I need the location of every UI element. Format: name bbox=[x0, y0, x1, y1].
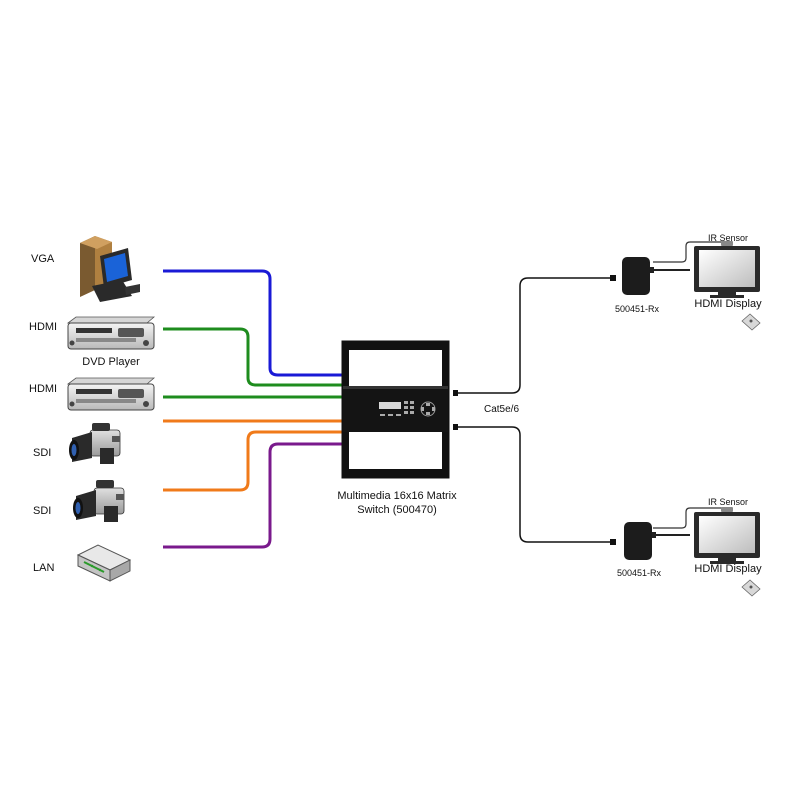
ir-sensor-label: IR Sensor bbox=[708, 497, 748, 507]
input-label-hdmi: HDMI bbox=[29, 321, 57, 333]
ir-sensor-icon bbox=[721, 507, 733, 512]
dvd-player-caption: DVD Player bbox=[82, 356, 140, 368]
lan-cable bbox=[163, 442, 343, 549]
cat5-cable-top bbox=[455, 277, 613, 394]
receiver-label: 500451-Rx bbox=[617, 568, 662, 578]
switch-lcd-display bbox=[379, 402, 401, 409]
desktop-computer-icon bbox=[80, 236, 140, 302]
receiver-icon bbox=[624, 522, 652, 560]
ir-sensor-icon bbox=[721, 241, 733, 246]
input-label-hdmi: HDMI bbox=[29, 383, 57, 395]
input-label-sdi: SDI bbox=[33, 505, 51, 517]
receiver-label: 500451-Rx bbox=[615, 304, 660, 314]
switch-name-line2: Switch (500470) bbox=[357, 504, 437, 516]
matrix-switch-rack bbox=[341, 340, 450, 479]
ir-sensor-wire-bottom bbox=[653, 507, 724, 529]
receiver-unit-top bbox=[622, 257, 654, 295]
cat5-connector bbox=[453, 390, 458, 396]
cat5-connector bbox=[610, 539, 616, 545]
network-router-icon bbox=[76, 544, 132, 582]
input-labels: VGA HDMI HDMI SDI SDI LAN DVD Player bbox=[29, 253, 140, 574]
input-cables bbox=[163, 269, 343, 549]
switch-name-line1: Multimedia 16x16 Matrix bbox=[337, 490, 457, 502]
cable-type-label: Cat5e/6 bbox=[484, 404, 519, 415]
dvd-player-icon bbox=[66, 316, 156, 350]
cat5-cable-bottom bbox=[455, 426, 613, 543]
receiver-icon bbox=[622, 257, 650, 295]
video-camera-icon bbox=[69, 423, 121, 464]
vga-cable bbox=[163, 269, 343, 377]
remote-control-icon bbox=[741, 313, 761, 331]
input-label-lan: LAN bbox=[33, 562, 54, 574]
hdmi-cable-1 bbox=[163, 327, 343, 387]
hdmi-display-icon bbox=[694, 507, 760, 564]
output-cables bbox=[453, 241, 724, 545]
display-label: HDMI Display bbox=[694, 298, 762, 310]
cat5-connector bbox=[610, 275, 616, 281]
input-label-sdi: SDI bbox=[33, 447, 51, 459]
sdi-cable-2 bbox=[163, 430, 343, 492]
ir-sensor-label: IR Sensor bbox=[708, 233, 748, 243]
receiver-unit-bottom bbox=[624, 522, 656, 560]
display-label: HDMI Display bbox=[694, 563, 762, 575]
ir-sensor-wire-top bbox=[653, 241, 724, 263]
switch-dpad bbox=[420, 401, 436, 417]
dvd-player-icon bbox=[66, 377, 156, 411]
cat5-connector bbox=[453, 424, 458, 430]
video-camera-icon bbox=[73, 480, 125, 522]
hdmi-display-icon bbox=[694, 241, 760, 298]
input-label-vga: VGA bbox=[31, 253, 55, 265]
remote-control-icon bbox=[741, 579, 761, 597]
